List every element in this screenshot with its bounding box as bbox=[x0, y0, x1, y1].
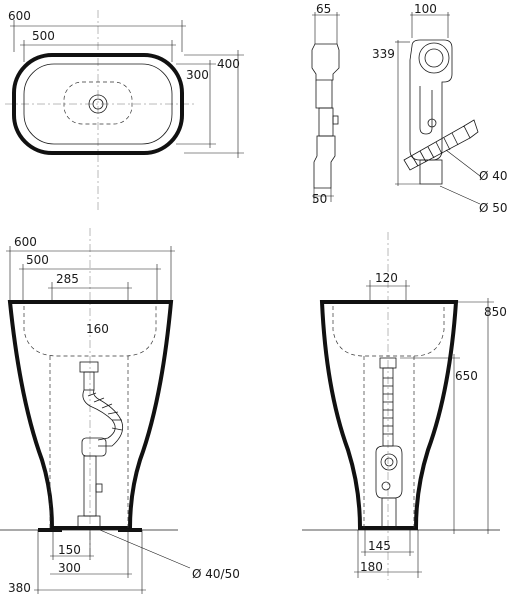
waste-hose bbox=[403, 119, 479, 171]
dim-label: 600 bbox=[8, 9, 31, 23]
dim-label: 380 bbox=[8, 581, 31, 595]
dim-label: 500 bbox=[32, 29, 55, 43]
dim-label: 145 bbox=[368, 539, 391, 553]
dim-label: 65 bbox=[316, 2, 331, 16]
top-view: 600 500 300 400 bbox=[5, 9, 244, 212]
siphon-body bbox=[409, 39, 453, 161]
dim-label: 120 bbox=[375, 271, 398, 285]
bowl-outline bbox=[332, 306, 445, 357]
neck-bottom bbox=[313, 135, 336, 189]
dim-label: Ø 40 bbox=[479, 169, 508, 183]
dim-label: Ø 50 bbox=[479, 201, 508, 215]
dim-label: 300 bbox=[186, 68, 209, 82]
basin-inner-rim bbox=[23, 63, 173, 145]
neck-pipe bbox=[318, 107, 334, 137]
front-view: 600 500 285 160 bbox=[0, 228, 240, 595]
dim-label: 300 bbox=[58, 561, 81, 575]
pedestal-body bbox=[319, 300, 459, 530]
basin-bowl-outline bbox=[63, 81, 133, 125]
siphon-trap bbox=[419, 86, 433, 135]
dim-label: 850 bbox=[484, 305, 507, 319]
dim-label: 100 bbox=[414, 2, 437, 16]
dim-label: 500 bbox=[26, 253, 49, 267]
profile-view: 120 850 650 bbox=[302, 232, 507, 580]
cavity-outline bbox=[363, 356, 415, 528]
siphon-tail bbox=[419, 159, 443, 185]
dim-label: 285 bbox=[56, 272, 79, 286]
siphon-outlet bbox=[418, 42, 450, 74]
profile-trap bbox=[375, 357, 403, 529]
neck-top bbox=[311, 43, 340, 81]
dim-label: 160 bbox=[86, 322, 109, 336]
dim-label: 150 bbox=[58, 543, 81, 557]
dim-label: 180 bbox=[360, 560, 383, 574]
dim-label: 600 bbox=[14, 235, 37, 249]
dim-label: Ø 40/50 bbox=[192, 567, 240, 581]
dim-label: 339 bbox=[372, 47, 395, 61]
cavity-outline bbox=[49, 356, 129, 528]
dim-label: 650 bbox=[455, 369, 478, 383]
dim-label: 400 bbox=[217, 57, 240, 71]
siphon-view: 100 339 Ø 40 Ø 50 bbox=[372, 2, 508, 215]
drain-hole bbox=[88, 94, 108, 114]
basin-outer-rim bbox=[12, 53, 184, 155]
drain-hole-inner bbox=[92, 98, 104, 110]
drain-pipe bbox=[77, 361, 124, 529]
side-view-neck: 65 50 bbox=[311, 2, 340, 206]
dim-label: 50 bbox=[312, 192, 327, 206]
